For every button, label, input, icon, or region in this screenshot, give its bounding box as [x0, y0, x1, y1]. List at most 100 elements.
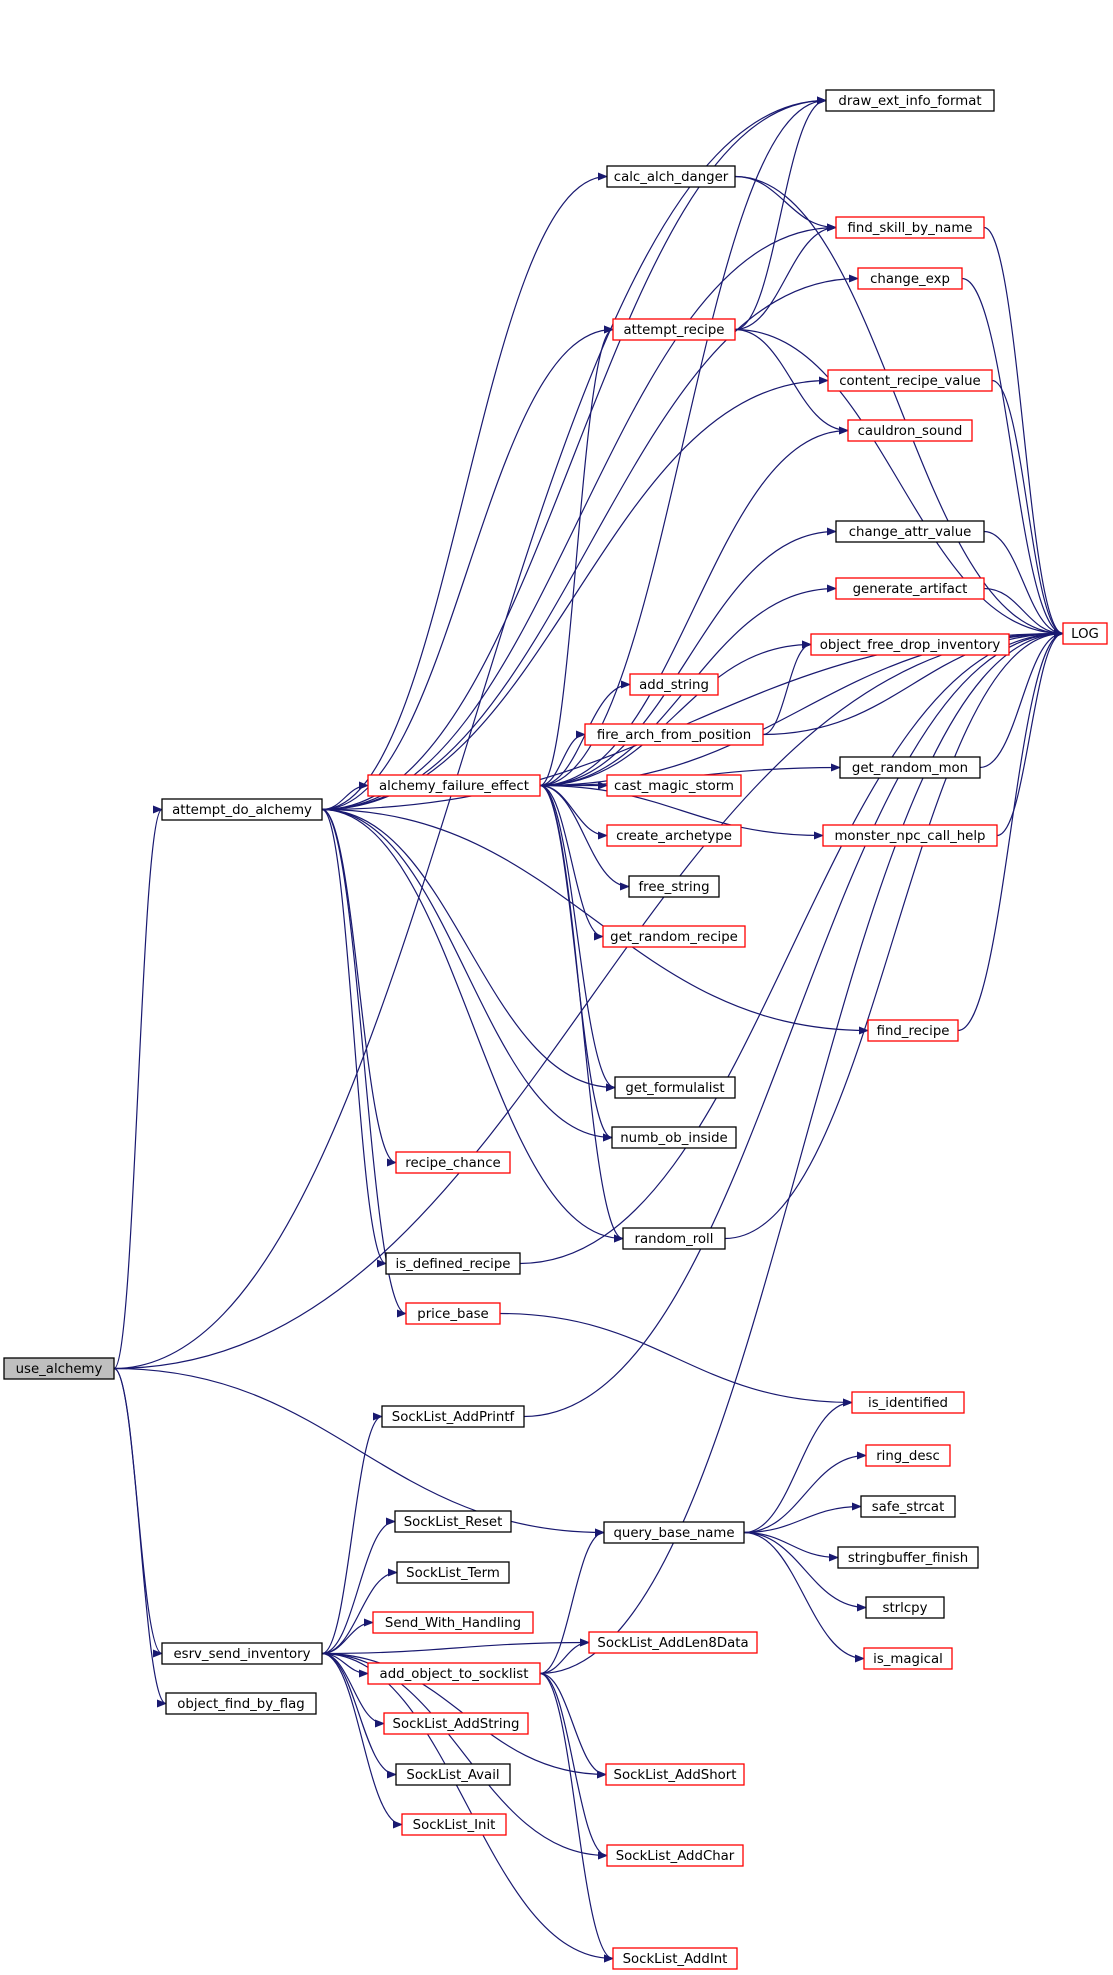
node-is_magical[interactable]: is_magical [863, 1647, 953, 1670]
node-LOG[interactable]: LOG [1062, 622, 1108, 645]
node-attempt_do_alchemy[interactable]: attempt_do_alchemy [161, 798, 323, 821]
node-change_exp[interactable]: change_exp [857, 267, 963, 290]
node-get_random_mon[interactable]: get_random_mon [839, 756, 981, 779]
node-box-random_roll[interactable] [622, 1227, 726, 1250]
node-SockList_Reset[interactable]: SockList_Reset [394, 1510, 512, 1533]
node-box-add_object_to_socklist[interactable] [367, 1662, 541, 1685]
node-get_random_recipe[interactable]: get_random_recipe [602, 925, 746, 948]
node-box-SockList_AddString[interactable] [383, 1712, 529, 1735]
node-box-query_base_name[interactable] [603, 1521, 745, 1544]
node-box-ring_desc[interactable] [865, 1444, 951, 1467]
node-box-content_recipe_value[interactable] [827, 369, 993, 392]
node-box-cast_magic_storm[interactable] [606, 774, 742, 797]
node-calc_alch_danger[interactable]: calc_alch_danger [606, 165, 736, 188]
node-price_base[interactable]: price_base [405, 1302, 501, 1325]
node-box-recipe_chance[interactable] [395, 1151, 511, 1174]
node-attempt_recipe[interactable]: attempt_recipe [612, 318, 736, 341]
node-stringbuffer_finish[interactable]: stringbuffer_finish [837, 1546, 979, 1569]
node-box-find_skill_by_name[interactable] [835, 216, 985, 239]
node-box-SockList_Init[interactable] [401, 1813, 507, 1836]
node-generate_artifact[interactable]: generate_artifact [835, 577, 985, 600]
node-box-generate_artifact[interactable] [835, 577, 985, 600]
node-find_recipe[interactable]: find_recipe [867, 1019, 959, 1042]
node-SockList_AddInt[interactable]: SockList_AddInt [612, 1947, 738, 1970]
node-change_attr_value[interactable]: change_attr_value [835, 520, 985, 543]
node-box-SockList_AddPrintf[interactable] [381, 1405, 525, 1428]
node-box-cauldron_sound[interactable] [847, 419, 973, 442]
node-get_formulalist[interactable]: get_formulalist [614, 1076, 736, 1099]
node-monster_npc_call_help[interactable]: monster_npc_call_help [822, 824, 998, 847]
node-find_skill_by_name[interactable]: find_skill_by_name [835, 216, 985, 239]
node-box-esrv_send_inventory[interactable] [161, 1642, 323, 1665]
node-object_find_by_flag[interactable]: object_find_by_flag [165, 1692, 317, 1715]
node-box-attempt_do_alchemy[interactable] [161, 798, 323, 821]
node-alchemy_failure_effect[interactable]: alchemy_failure_effect [367, 774, 541, 797]
node-box-SockList_AddShort[interactable] [605, 1763, 745, 1786]
node-free_string[interactable]: free_string [628, 875, 720, 898]
node-SockList_AddChar[interactable]: SockList_AddChar [606, 1844, 744, 1867]
node-box-stringbuffer_finish[interactable] [837, 1546, 979, 1569]
node-box-SockList_AddLen8Data[interactable] [588, 1631, 758, 1654]
node-Send_With_Handling[interactable]: Send_With_Handling [372, 1611, 534, 1634]
node-box-SockList_Avail[interactable] [395, 1763, 511, 1786]
node-box-SockList_AddInt[interactable] [612, 1947, 738, 1970]
node-box-is_magical[interactable] [863, 1647, 953, 1670]
node-recipe_chance[interactable]: recipe_chance [395, 1151, 511, 1174]
node-box-SockList_AddChar[interactable] [606, 1844, 744, 1867]
node-ring_desc[interactable]: ring_desc [865, 1444, 951, 1467]
node-cauldron_sound[interactable]: cauldron_sound [847, 419, 973, 442]
node-box-use_alchemy[interactable] [3, 1357, 115, 1380]
node-box-attempt_recipe[interactable] [612, 318, 736, 341]
node-box-get_random_recipe[interactable] [602, 925, 746, 948]
node-box-numb_ob_inside[interactable] [611, 1126, 737, 1149]
node-box-LOG[interactable] [1062, 622, 1108, 645]
node-box-get_random_mon[interactable] [839, 756, 981, 779]
node-use_alchemy[interactable]: use_alchemy [3, 1357, 115, 1380]
node-box-draw_ext_info_format[interactable] [825, 89, 995, 112]
node-is_identified[interactable]: is_identified [851, 1391, 965, 1414]
node-add_string[interactable]: add_string [629, 673, 719, 696]
node-SockList_AddLen8Data[interactable]: SockList_AddLen8Data [588, 1631, 758, 1654]
node-SockList_AddShort[interactable]: SockList_AddShort [605, 1763, 745, 1786]
node-box-object_find_by_flag[interactable] [165, 1692, 317, 1715]
node-object_free_drop_inventory[interactable]: object_free_drop_inventory [810, 633, 1010, 656]
node-box-find_recipe[interactable] [867, 1019, 959, 1042]
node-box-Send_With_Handling[interactable] [372, 1611, 534, 1634]
node-content_recipe_value[interactable]: content_recipe_value [827, 369, 993, 392]
node-SockList_Term[interactable]: SockList_Term [396, 1561, 510, 1584]
node-box-create_archetype[interactable] [606, 824, 742, 847]
node-box-monster_npc_call_help[interactable] [822, 824, 998, 847]
node-random_roll[interactable]: random_roll [622, 1227, 726, 1250]
node-box-object_free_drop_inventory[interactable] [810, 633, 1010, 656]
node-cast_magic_storm[interactable]: cast_magic_storm [606, 774, 742, 797]
node-box-strlcpy[interactable] [865, 1596, 945, 1619]
node-box-is_identified[interactable] [851, 1391, 965, 1414]
node-esrv_send_inventory[interactable]: esrv_send_inventory [161, 1642, 323, 1665]
node-box-change_attr_value[interactable] [835, 520, 985, 543]
node-box-fire_arch_from_position[interactable] [584, 723, 764, 746]
node-box-get_formulalist[interactable] [614, 1076, 736, 1099]
node-box-alchemy_failure_effect[interactable] [367, 774, 541, 797]
node-box-price_base[interactable] [405, 1302, 501, 1325]
node-box-change_exp[interactable] [857, 267, 963, 290]
node-strlcpy[interactable]: strlcpy [865, 1596, 945, 1619]
node-draw_ext_info_format[interactable]: draw_ext_info_format [825, 89, 995, 112]
node-create_archetype[interactable]: create_archetype [606, 824, 742, 847]
node-box-SockList_Term[interactable] [396, 1561, 510, 1584]
node-fire_arch_from_position[interactable]: fire_arch_from_position [584, 723, 764, 746]
node-query_base_name[interactable]: query_base_name [603, 1521, 745, 1544]
node-SockList_Avail[interactable]: SockList_Avail [395, 1763, 511, 1786]
node-box-calc_alch_danger[interactable] [606, 165, 736, 188]
node-is_defined_recipe[interactable]: is_defined_recipe [385, 1252, 521, 1275]
node-SockList_Init[interactable]: SockList_Init [401, 1813, 507, 1836]
node-box-is_defined_recipe[interactable] [385, 1252, 521, 1275]
node-SockList_AddPrintf[interactable]: SockList_AddPrintf [381, 1405, 525, 1428]
node-box-add_string[interactable] [629, 673, 719, 696]
node-box-safe_strcat[interactable] [860, 1495, 956, 1518]
node-safe_strcat[interactable]: safe_strcat [860, 1495, 956, 1518]
node-add_object_to_socklist[interactable]: add_object_to_socklist [367, 1662, 541, 1685]
node-box-free_string[interactable] [628, 875, 720, 898]
node-numb_ob_inside[interactable]: numb_ob_inside [611, 1126, 737, 1149]
node-SockList_AddString[interactable]: SockList_AddString [383, 1712, 529, 1735]
node-box-SockList_Reset[interactable] [394, 1510, 512, 1533]
